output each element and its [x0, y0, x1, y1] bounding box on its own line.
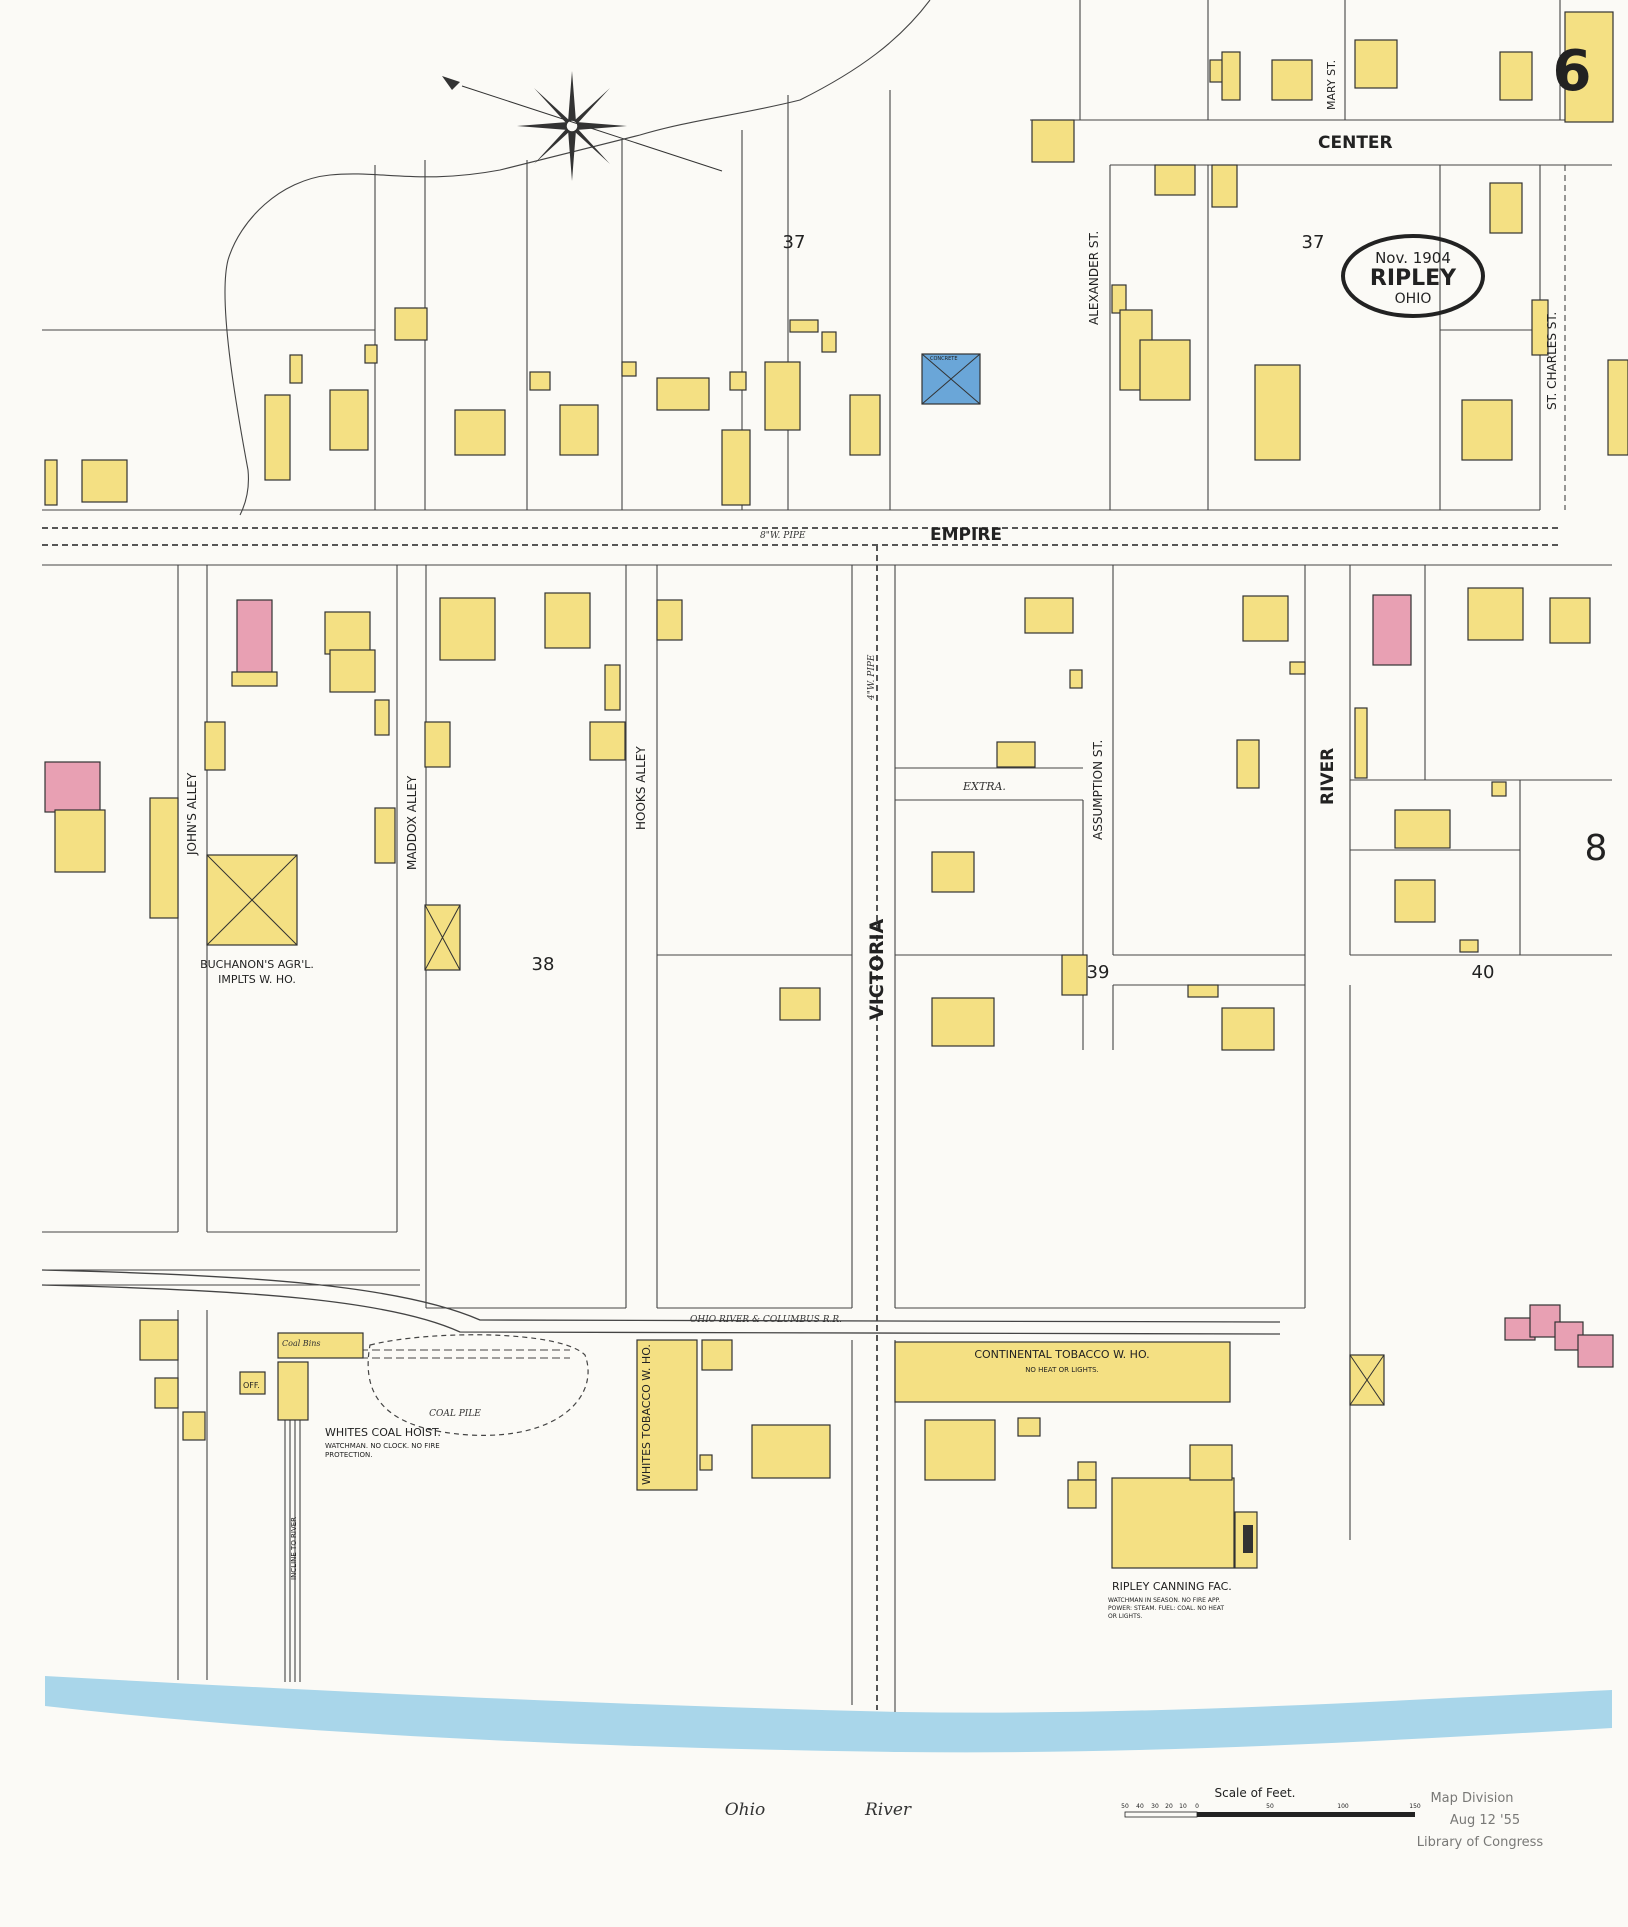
svg-text:30: 30: [1151, 1803, 1159, 1810]
street-hooks-alley: HOOKS ALLEY: [634, 746, 648, 830]
adjacent-sheet-number: 8: [1585, 828, 1608, 869]
street-alexander: ALEXANDER ST.: [1087, 231, 1101, 325]
whites-tobacco-warehouse: [636, 1339, 698, 1491]
svg-text:150: 150: [1409, 1803, 1421, 1810]
buchanons-label-1: BUCHANON'S AGR'L.: [200, 958, 314, 971]
street-river: RIVER: [1318, 748, 1338, 805]
river-name-2: River: [864, 1800, 912, 1820]
block-37-west: 37: [783, 232, 806, 253]
railroad: [41, 1269, 1281, 1323]
whites-coal-note-2: PROTECTION.: [325, 1451, 373, 1459]
library-stamp: Map Division Aug 12 '55 Library of Congr…: [1417, 1791, 1544, 1850]
svg-text:40: 40: [1136, 1803, 1144, 1810]
riverfront-buildings: [139, 1304, 1614, 1569]
river-name-1: Ohio: [725, 1800, 766, 1820]
svg-text:100: 100: [1337, 1803, 1349, 1810]
canning-note-2: POWER: STEAM. FUEL: COAL. NO HEAT: [1108, 1605, 1224, 1612]
ravine-edge: [224, 0, 931, 516]
street-assumption: ASSUMPTION ST.: [1091, 740, 1105, 840]
block-39: 39: [1087, 962, 1110, 983]
svg-text:Aug 12 '55: Aug 12 '55: [1450, 1813, 1520, 1828]
concrete-label: CONCRETE: [930, 356, 958, 362]
svg-text:0: 0: [1195, 1803, 1199, 1810]
whites-tobacco-label: WHITES TOBACCO W. HO.: [640, 1344, 653, 1485]
title-cartouche: [1341, 234, 1485, 318]
street-maddox-alley: MADDOX ALLEY: [405, 775, 419, 870]
svg-text:50: 50: [1121, 1803, 1129, 1810]
svg-text:50: 50: [1266, 1803, 1274, 1810]
continental-tobacco-warehouse: [894, 1341, 1231, 1403]
ripley-canning-factory: [1111, 1477, 1235, 1569]
street-empire: EMPIRE: [930, 525, 1002, 545]
coal-pile-outline: [367, 1334, 589, 1436]
svg-text:20: 20: [1165, 1803, 1173, 1810]
office-label: OFF.: [243, 1381, 260, 1390]
street-extra: EXTRA.: [962, 780, 1006, 793]
street-center: CENTER: [1318, 133, 1393, 153]
empire-pipe-label: 8"W. PIPE: [760, 531, 806, 541]
street-st-charles: ST. CHARLES ST.: [1545, 312, 1559, 410]
block-38: 38: [532, 954, 555, 975]
coal-bins-label: Coal Bins: [282, 1339, 321, 1348]
frame-buildings-south: [44, 587, 1591, 1051]
canning-note-1: WATCHMAN IN SEASON. NO FIRE APP.: [1108, 1597, 1220, 1604]
svg-text:Library of Congress: Library of Congress: [1417, 1835, 1544, 1850]
continental-label: CONTINENTAL TOBACCO W. HO.: [974, 1348, 1149, 1361]
whites-coal-note-1: WATCHMAN. NO CLOCK. NO FIRE: [325, 1442, 440, 1450]
block-40: 40: [1472, 962, 1495, 983]
street-johns-alley: JOHN'S ALLEY: [185, 772, 199, 856]
cartouche-date: Nov. 1904: [1375, 249, 1451, 267]
whites-coal-label: WHITES COAL HOIST.: [325, 1426, 441, 1439]
canning-label: RIPLEY CANNING FAC.: [1112, 1580, 1232, 1593]
buchanons-label-2: IMPLTS W. HO.: [218, 973, 296, 986]
brick-dwelling: [236, 599, 273, 676]
cartouche-town: RIPLEY: [1370, 266, 1457, 291]
ohio-river: [45, 1676, 1612, 1753]
victoria-pipe-label: 4"W. PIPE: [867, 654, 877, 701]
street-mary: MARY ST.: [1325, 60, 1338, 110]
cartouche-state: OHIO: [1395, 291, 1432, 307]
incline-label: INCLINE TO RIVER: [290, 1517, 298, 1580]
canning-note-3: OR LIGHTS.: [1108, 1613, 1143, 1620]
block-37-east: 37: [1302, 232, 1325, 253]
scale-title: Scale of Feet.: [1214, 1786, 1295, 1800]
continental-note: NO HEAT OR LIGHTS.: [1025, 1366, 1099, 1374]
scale-bar: Scale of Feet. 50 40 30 20 10 0 50 100 1…: [1121, 1786, 1421, 1818]
coal-bins: [277, 1332, 364, 1359]
frame-buildings: [44, 11, 1628, 506]
street-victoria: VICTORIA: [866, 918, 888, 1020]
coal-pile-label: COAL PILE: [429, 1409, 481, 1419]
office-building: [239, 1371, 266, 1395]
sheet-number: 6: [1553, 39, 1592, 104]
svg-text:Map Division: Map Division: [1430, 1791, 1513, 1806]
compass-rose-icon: [442, 71, 723, 181]
svg-text:10: 10: [1179, 1803, 1187, 1810]
railroad-label: OHIO RIVER & COLUMBUS R.R.: [690, 1315, 842, 1325]
